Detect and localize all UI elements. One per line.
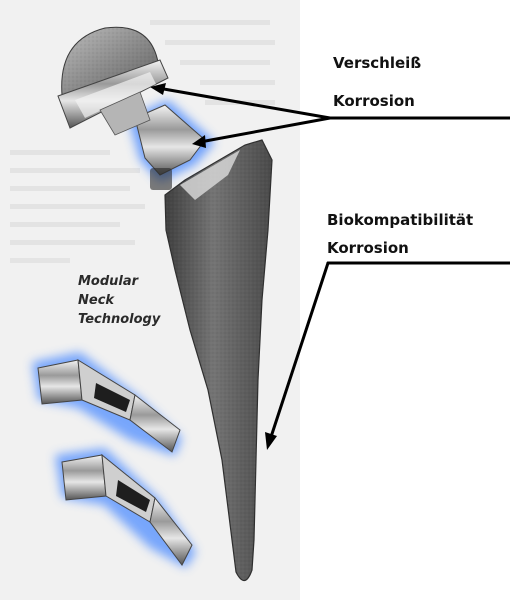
label-corrosion-bottom: Korrosion <box>327 239 409 257</box>
label-corrosion-top: Korrosion <box>333 92 415 110</box>
caption-line-3: Technology <box>78 310 160 329</box>
caption-line-2: Neck <box>78 291 160 310</box>
label-biocompatibility: Biokompatibilität <box>327 211 473 229</box>
product-caption: Modular Neck Technology <box>78 272 160 329</box>
label-wear: Verschleiß <box>333 54 421 72</box>
caption-line-1: Modular <box>78 272 160 291</box>
